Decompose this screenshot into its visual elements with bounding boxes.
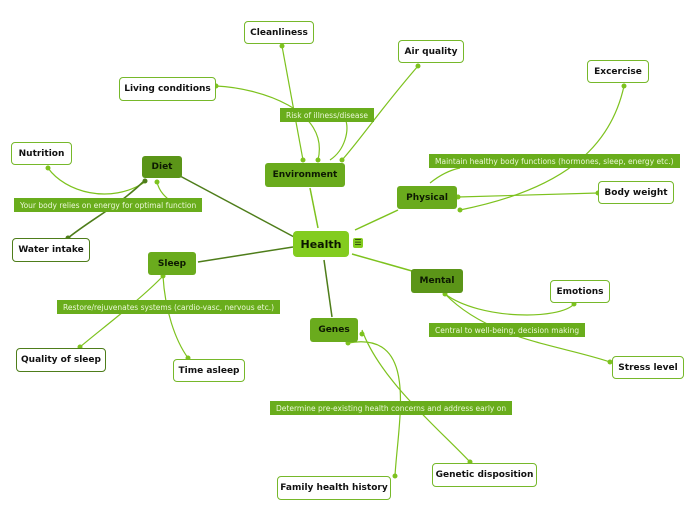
subtopic-water-intake[interactable]: Water intake (12, 238, 90, 262)
dot-diet-2 (154, 179, 160, 185)
link-env-living (215, 85, 320, 161)
dot-physical-1 (457, 207, 463, 213)
subtopic-emotions[interactable]: Emotions (550, 280, 610, 303)
link-health-sleep (197, 246, 294, 263)
link-env-air (341, 65, 419, 161)
link-genes-genetic (361, 329, 471, 463)
dot-env-2 (315, 157, 321, 163)
link-mental-emotions (444, 293, 575, 316)
subtopic-cleanliness[interactable]: Cleanliness (244, 21, 314, 44)
link-physical-bodyweight (457, 192, 599, 198)
topic-diet[interactable]: Diet (142, 156, 182, 178)
link-health-diet (179, 175, 297, 239)
dot-diet-1 (142, 178, 148, 184)
note-diet: Your body relies on energy for optimal f… (14, 198, 203, 212)
note-sleep: Restore/rejuvenates systems (cardio-vasc… (57, 300, 281, 314)
link-env-cleanliness (281, 45, 304, 161)
link-mental-stress (444, 293, 611, 363)
subtopic-quality-of-sleep[interactable]: Quality of sleep (16, 348, 106, 372)
link-health-mental (351, 253, 413, 272)
topic-mental[interactable]: Mental (411, 269, 463, 293)
link-env-note (329, 117, 348, 161)
subtopic-air-quality[interactable]: Air quality (398, 40, 464, 63)
link-genes-family (347, 341, 402, 477)
link-health-genes (323, 259, 333, 318)
subtopic-excercise[interactable]: Excercise (587, 60, 649, 83)
dot-genes-2 (359, 331, 365, 337)
subtopic-nutrition[interactable]: Nutrition (11, 142, 72, 165)
topic-environment[interactable]: Environment (265, 163, 345, 187)
link-diet-nutrition (47, 167, 146, 195)
dot-nutrition (45, 165, 51, 171)
dot-stress (607, 359, 613, 365)
note-genes: Determine pre-existing health concerns a… (270, 401, 513, 415)
dot-family (392, 473, 398, 479)
topic-genes[interactable]: Genes (310, 318, 358, 342)
subtopic-family-health-history[interactable]: Family health history (277, 476, 391, 500)
dot-excercise (621, 83, 627, 89)
subtopic-genetic-disposition[interactable]: Genetic disposition (432, 463, 537, 487)
dot-cleanliness (279, 43, 285, 49)
subtopic-time-asleep[interactable]: Time asleep (173, 359, 245, 382)
dot-env-3 (339, 157, 345, 163)
dot-air (415, 63, 421, 69)
subtopic-body-weight[interactable]: Body weight (598, 181, 674, 204)
link-health-physical (354, 209, 399, 231)
link-sleep-time (162, 275, 189, 359)
note-icon[interactable]: ☰ (353, 238, 363, 248)
subtopic-living-conditions[interactable]: Living conditions (119, 77, 216, 101)
topic-sleep[interactable]: Sleep (148, 252, 196, 275)
link-physical-note (429, 167, 461, 184)
central-topic-health[interactable]: Health (293, 231, 349, 257)
subtopic-stress-level[interactable]: Stress level (612, 356, 684, 379)
link-health-environment (309, 187, 319, 229)
dot-env-1 (300, 157, 306, 163)
topic-physical[interactable]: Physical (397, 186, 457, 209)
note-mental: Central to well-being, decision making (429, 323, 586, 337)
note-physical: Maintain healthy body functions (hormone… (429, 154, 680, 168)
note-environment: Risk of illness/disease (280, 108, 374, 122)
link-sleep-quality (79, 275, 164, 348)
